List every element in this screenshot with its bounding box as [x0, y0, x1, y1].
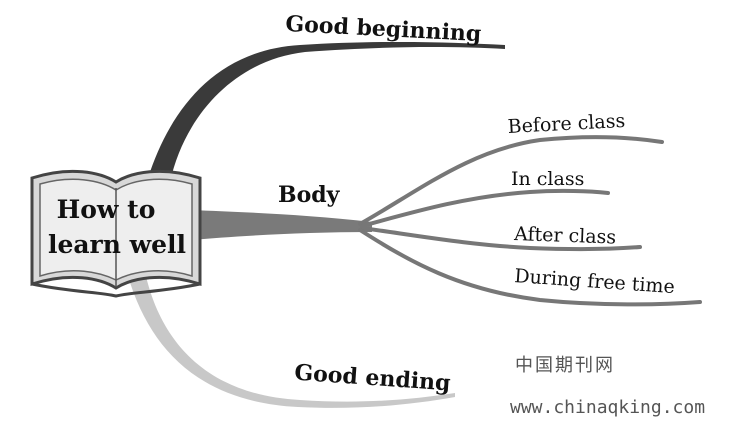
branch-label-good-beginning: Good beginning: [285, 11, 482, 47]
branch-top-curve: [148, 41, 505, 182]
sub-branch-before-class: [358, 135, 664, 226]
book-icon: [30, 169, 202, 298]
branch-label-good-ending: Good ending: [294, 360, 452, 397]
body-item-during-free-time: During free time: [514, 265, 676, 298]
sub-branch-in-class: [360, 188, 610, 228]
body-item-after-class: After class: [513, 223, 617, 249]
branch-middle-trunk: [190, 210, 372, 240]
body-item-in-class: In class: [511, 168, 584, 190]
watermark-url: www.chinaqking.com: [510, 397, 705, 418]
center-title-line1: How to: [57, 195, 156, 224]
body-item-before-class: Before class: [507, 110, 626, 138]
sub-branch-after-class: [360, 226, 642, 252]
branch-bottom-curve: [128, 272, 455, 408]
watermark-chinese: 中国期刊网: [515, 355, 615, 376]
center-title-line2: learn well: [48, 230, 186, 259]
branch-label-body: Body: [278, 182, 341, 208]
sub-branch-during-free-time: [358, 228, 702, 307]
